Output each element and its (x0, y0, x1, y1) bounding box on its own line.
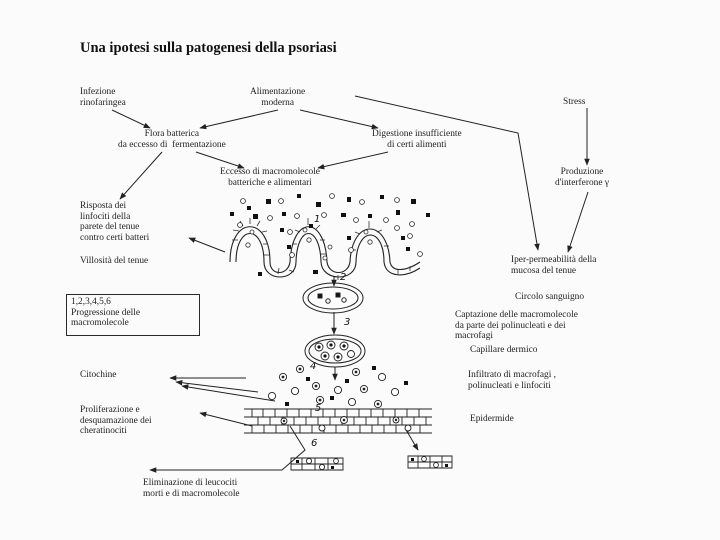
node-risposta-linfociti: Risposta dei linfociti della parete del … (80, 201, 150, 243)
node-produzione-interferone: Produzione d'interferone γ (555, 167, 609, 188)
node-infezione-rinofaringea: Infezione rinofaringea (80, 87, 126, 108)
arrow-alimentazione-digestione (299, 109, 379, 130)
step-label-5: 5 (315, 403, 321, 414)
arrow-interferone-permeabilita (567, 191, 589, 253)
dermal-capillary (304, 334, 366, 368)
node-digestione-insufficiente: Digestione insufficiente di certi alimen… (372, 129, 462, 150)
node-proliferazione: Proliferazione e desquamazione dei chera… (80, 405, 152, 437)
desquamation-cluster-right (407, 455, 453, 469)
arrow-flora-eccesso (195, 151, 245, 169)
epidermis-migrating-cells (280, 416, 412, 432)
step-label-4: 4 (310, 361, 316, 372)
arrow-digestione-eccesso (317, 151, 389, 170)
arrow-alimentazione-permeabilita (354, 95, 540, 251)
legend-text: 1,2,3,4,5,6 Progressione delle macromole… (71, 297, 140, 329)
macromolecule-particles (230, 193, 430, 276)
node-captazione: Captazione delle macromolecole da parte … (455, 310, 578, 342)
step-label-6: 6 (311, 438, 317, 449)
node-stress: Stress (563, 97, 586, 107)
dermal-infiltrate (267, 364, 408, 409)
node-citochine: Citochine (80, 370, 117, 380)
legend-box: 1,2,3,4,5,6 Progressione delle macromole… (66, 294, 200, 336)
step-label-1: 1 (314, 214, 320, 225)
arrow-alimentazione-flora (199, 109, 279, 130)
node-infiltrato: Infiltrato di macrofagi , polinucleati e… (468, 370, 556, 391)
arrow-flora-risposta (119, 151, 163, 200)
flow-arrows (111, 95, 590, 473)
villi-inner-cells (245, 227, 373, 261)
node-eccesso-macromolecole: Eccesso di macromolecole batteriche e al… (220, 167, 320, 188)
arrow-eliminazione-right (404, 427, 419, 451)
villi-outer-wall (229, 226, 421, 274)
step-label-2: 2 (340, 272, 346, 283)
arrow-citochine-3 (181, 384, 276, 402)
arrow-infezione-flora (111, 109, 151, 129)
step-label-3: 3 (344, 317, 350, 328)
epidermis-cell-borders (251, 409, 427, 433)
node-capillare-dermico: Capillare dermico (470, 345, 538, 355)
node-eliminazione: Eliminazione di leucociti morti e di mac… (143, 478, 240, 499)
blood-vessel (302, 282, 364, 314)
node-epidermide: Epidermide (470, 414, 514, 424)
node-iper-permeabilita: Iper-permeabilità della mucosa del tenue (511, 255, 597, 276)
diagram-title: Una ipotesi sulla patogenesi della psori… (80, 40, 337, 56)
intestinal-villi (229, 218, 421, 280)
desquamation-cluster-left (290, 457, 344, 471)
step-numbers: 1 2 3 4 5 6 (310, 214, 350, 449)
arrow-villosita-risposta (188, 237, 226, 253)
arrow-epidermide-proliferazione (199, 411, 253, 427)
arrow-eliminazione-left (149, 425, 306, 473)
villi-inner-wall (235, 232, 421, 278)
node-alimentazione-moderna: Alimentazione moderna (250, 87, 306, 108)
villi-cell-ticks (232, 218, 411, 280)
arrow-citochine-2 (175, 379, 259, 393)
desquamation-clusters (290, 455, 453, 471)
node-circolo-sanguigno: Circolo sanguigno (515, 292, 585, 302)
node-flora-batterica: Flora batterica da eccesso di fermentazi… (118, 129, 226, 150)
epidermis-layer (244, 408, 432, 434)
node-villosita-tenue: Villosità del tenue (80, 256, 149, 266)
